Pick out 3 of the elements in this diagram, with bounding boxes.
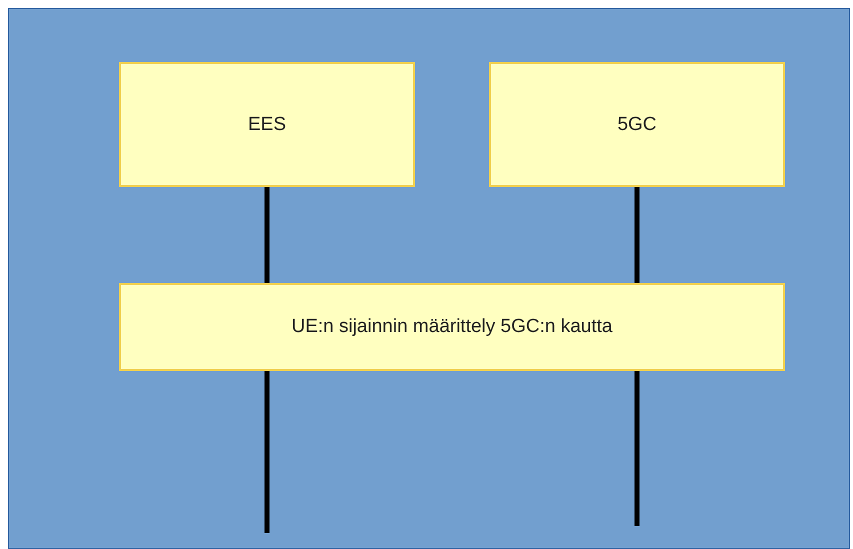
- participant-box: EES: [119, 62, 415, 187]
- note-box: UE:n sijainnin määrittely 5GC:n kautta: [119, 283, 785, 371]
- participant-box: 5GC: [489, 62, 785, 187]
